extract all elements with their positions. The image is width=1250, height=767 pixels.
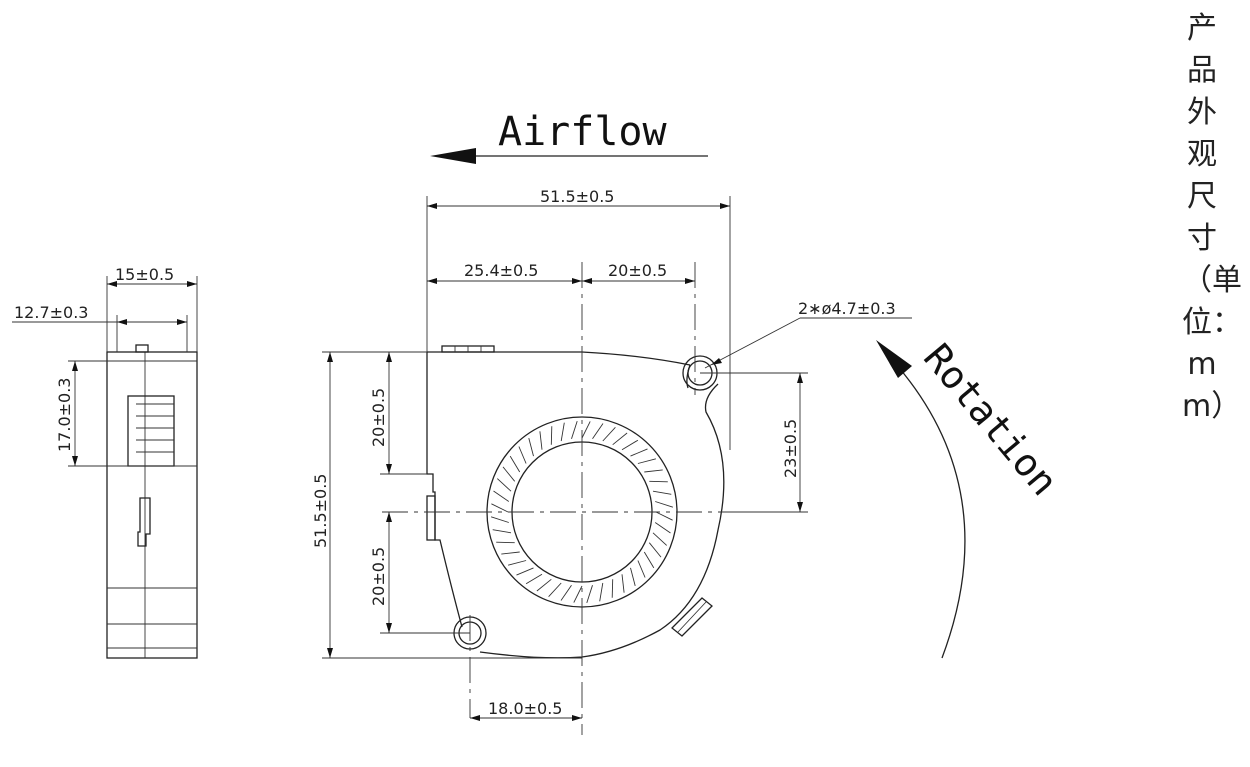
impeller-blade xyxy=(652,532,668,546)
impeller-blade xyxy=(560,584,572,601)
dim-overall-width: 51.5±0.5 xyxy=(540,187,614,206)
dim-overall-height: 51.5±0.5 xyxy=(311,474,330,548)
dim-hole-diameter: 2∗ø4.7±0.3 xyxy=(798,299,896,318)
impeller-blade xyxy=(501,551,520,555)
impeller-blade xyxy=(491,503,509,513)
impeller-blade xyxy=(655,511,673,521)
impeller-blade xyxy=(496,541,515,544)
rotation-label: Rotation xyxy=(915,336,1066,504)
dim-outlet-offset: 25.4±0.5 xyxy=(464,261,538,280)
rotation-arrow-icon xyxy=(876,340,912,378)
impeller-blade xyxy=(654,522,671,534)
front-dimensions: 51.5±0.5 25.4±0.5 20±0.5 2∗ø4.7±0.3 20±0… xyxy=(311,187,912,721)
impeller-blade xyxy=(611,579,614,598)
impeller-blade xyxy=(602,426,616,442)
impeller-blade xyxy=(652,490,672,495)
side-connector xyxy=(127,395,175,467)
housing-left-edge xyxy=(426,352,463,628)
side-clip xyxy=(137,497,151,547)
dim-side-width: 15±0.5 xyxy=(115,265,174,284)
impeller-blades xyxy=(490,420,674,604)
impeller-blade xyxy=(539,431,543,450)
impeller-blade xyxy=(516,567,534,576)
impeller-blade xyxy=(548,582,562,598)
impeller-blade xyxy=(490,516,509,523)
impeller-blade xyxy=(573,585,583,603)
impeller-blade xyxy=(550,426,553,445)
impeller-blade xyxy=(637,560,646,578)
impeller-blade xyxy=(518,446,527,464)
impeller-blade xyxy=(492,529,512,534)
side-body-outline xyxy=(106,351,198,659)
impeller-blade xyxy=(643,551,655,569)
impeller-blade xyxy=(536,578,552,592)
impeller-blade xyxy=(592,423,604,440)
dim-side-height: 17.0±0.3 xyxy=(55,378,74,452)
impeller-blade xyxy=(612,432,628,446)
impeller-blade xyxy=(560,422,565,442)
impeller-blade xyxy=(493,490,510,502)
impeller-blade xyxy=(528,437,534,457)
front-view xyxy=(382,262,742,735)
dim-hole-offset: 20±0.5 xyxy=(608,261,667,280)
impeller-blade xyxy=(649,480,668,483)
bottom-connector xyxy=(671,597,713,637)
impeller-blade xyxy=(648,542,662,558)
dim-left-upper: 20±0.5 xyxy=(369,388,388,447)
impeller-blade xyxy=(655,501,674,508)
impeller-blade xyxy=(496,478,512,492)
impeller-blade xyxy=(621,574,625,593)
side-tab xyxy=(426,495,436,541)
rotation-indicator: Rotation xyxy=(876,336,1066,659)
dim-left-lower: 20±0.5 xyxy=(369,547,388,606)
drawing-title: 产品外观尺寸（单位：mm） xyxy=(1182,11,1242,424)
airflow-label: Airflow xyxy=(498,109,667,155)
impeller-blade xyxy=(507,560,527,566)
impeller-blade xyxy=(630,567,636,587)
impeller-blade xyxy=(571,420,578,439)
impeller-blade xyxy=(509,455,521,473)
side-view: 15±0.5 12.7±0.3 17.0±0.3 xyxy=(12,265,198,659)
impeller-blade xyxy=(630,448,648,457)
dim-bottom-offset: 18.0±0.5 xyxy=(488,699,562,718)
dim-side-inner: 12.7±0.3 xyxy=(14,303,88,322)
airflow-arrow-icon xyxy=(430,148,476,164)
impeller-blade xyxy=(525,573,543,585)
housing-top-edge xyxy=(427,351,691,366)
impeller-blade xyxy=(581,421,591,439)
rotation-arc xyxy=(894,362,966,659)
impeller-blade xyxy=(599,582,604,602)
impeller-blade xyxy=(586,585,593,604)
impeller-blade xyxy=(621,439,639,451)
impeller-blade xyxy=(502,466,516,482)
airflow-indicator: Airflow xyxy=(430,109,708,164)
dim-right-height: 23±0.5 xyxy=(781,419,800,478)
side-top-tab xyxy=(135,344,149,353)
impeller-blade xyxy=(637,458,657,464)
impeller-blade xyxy=(644,469,663,473)
